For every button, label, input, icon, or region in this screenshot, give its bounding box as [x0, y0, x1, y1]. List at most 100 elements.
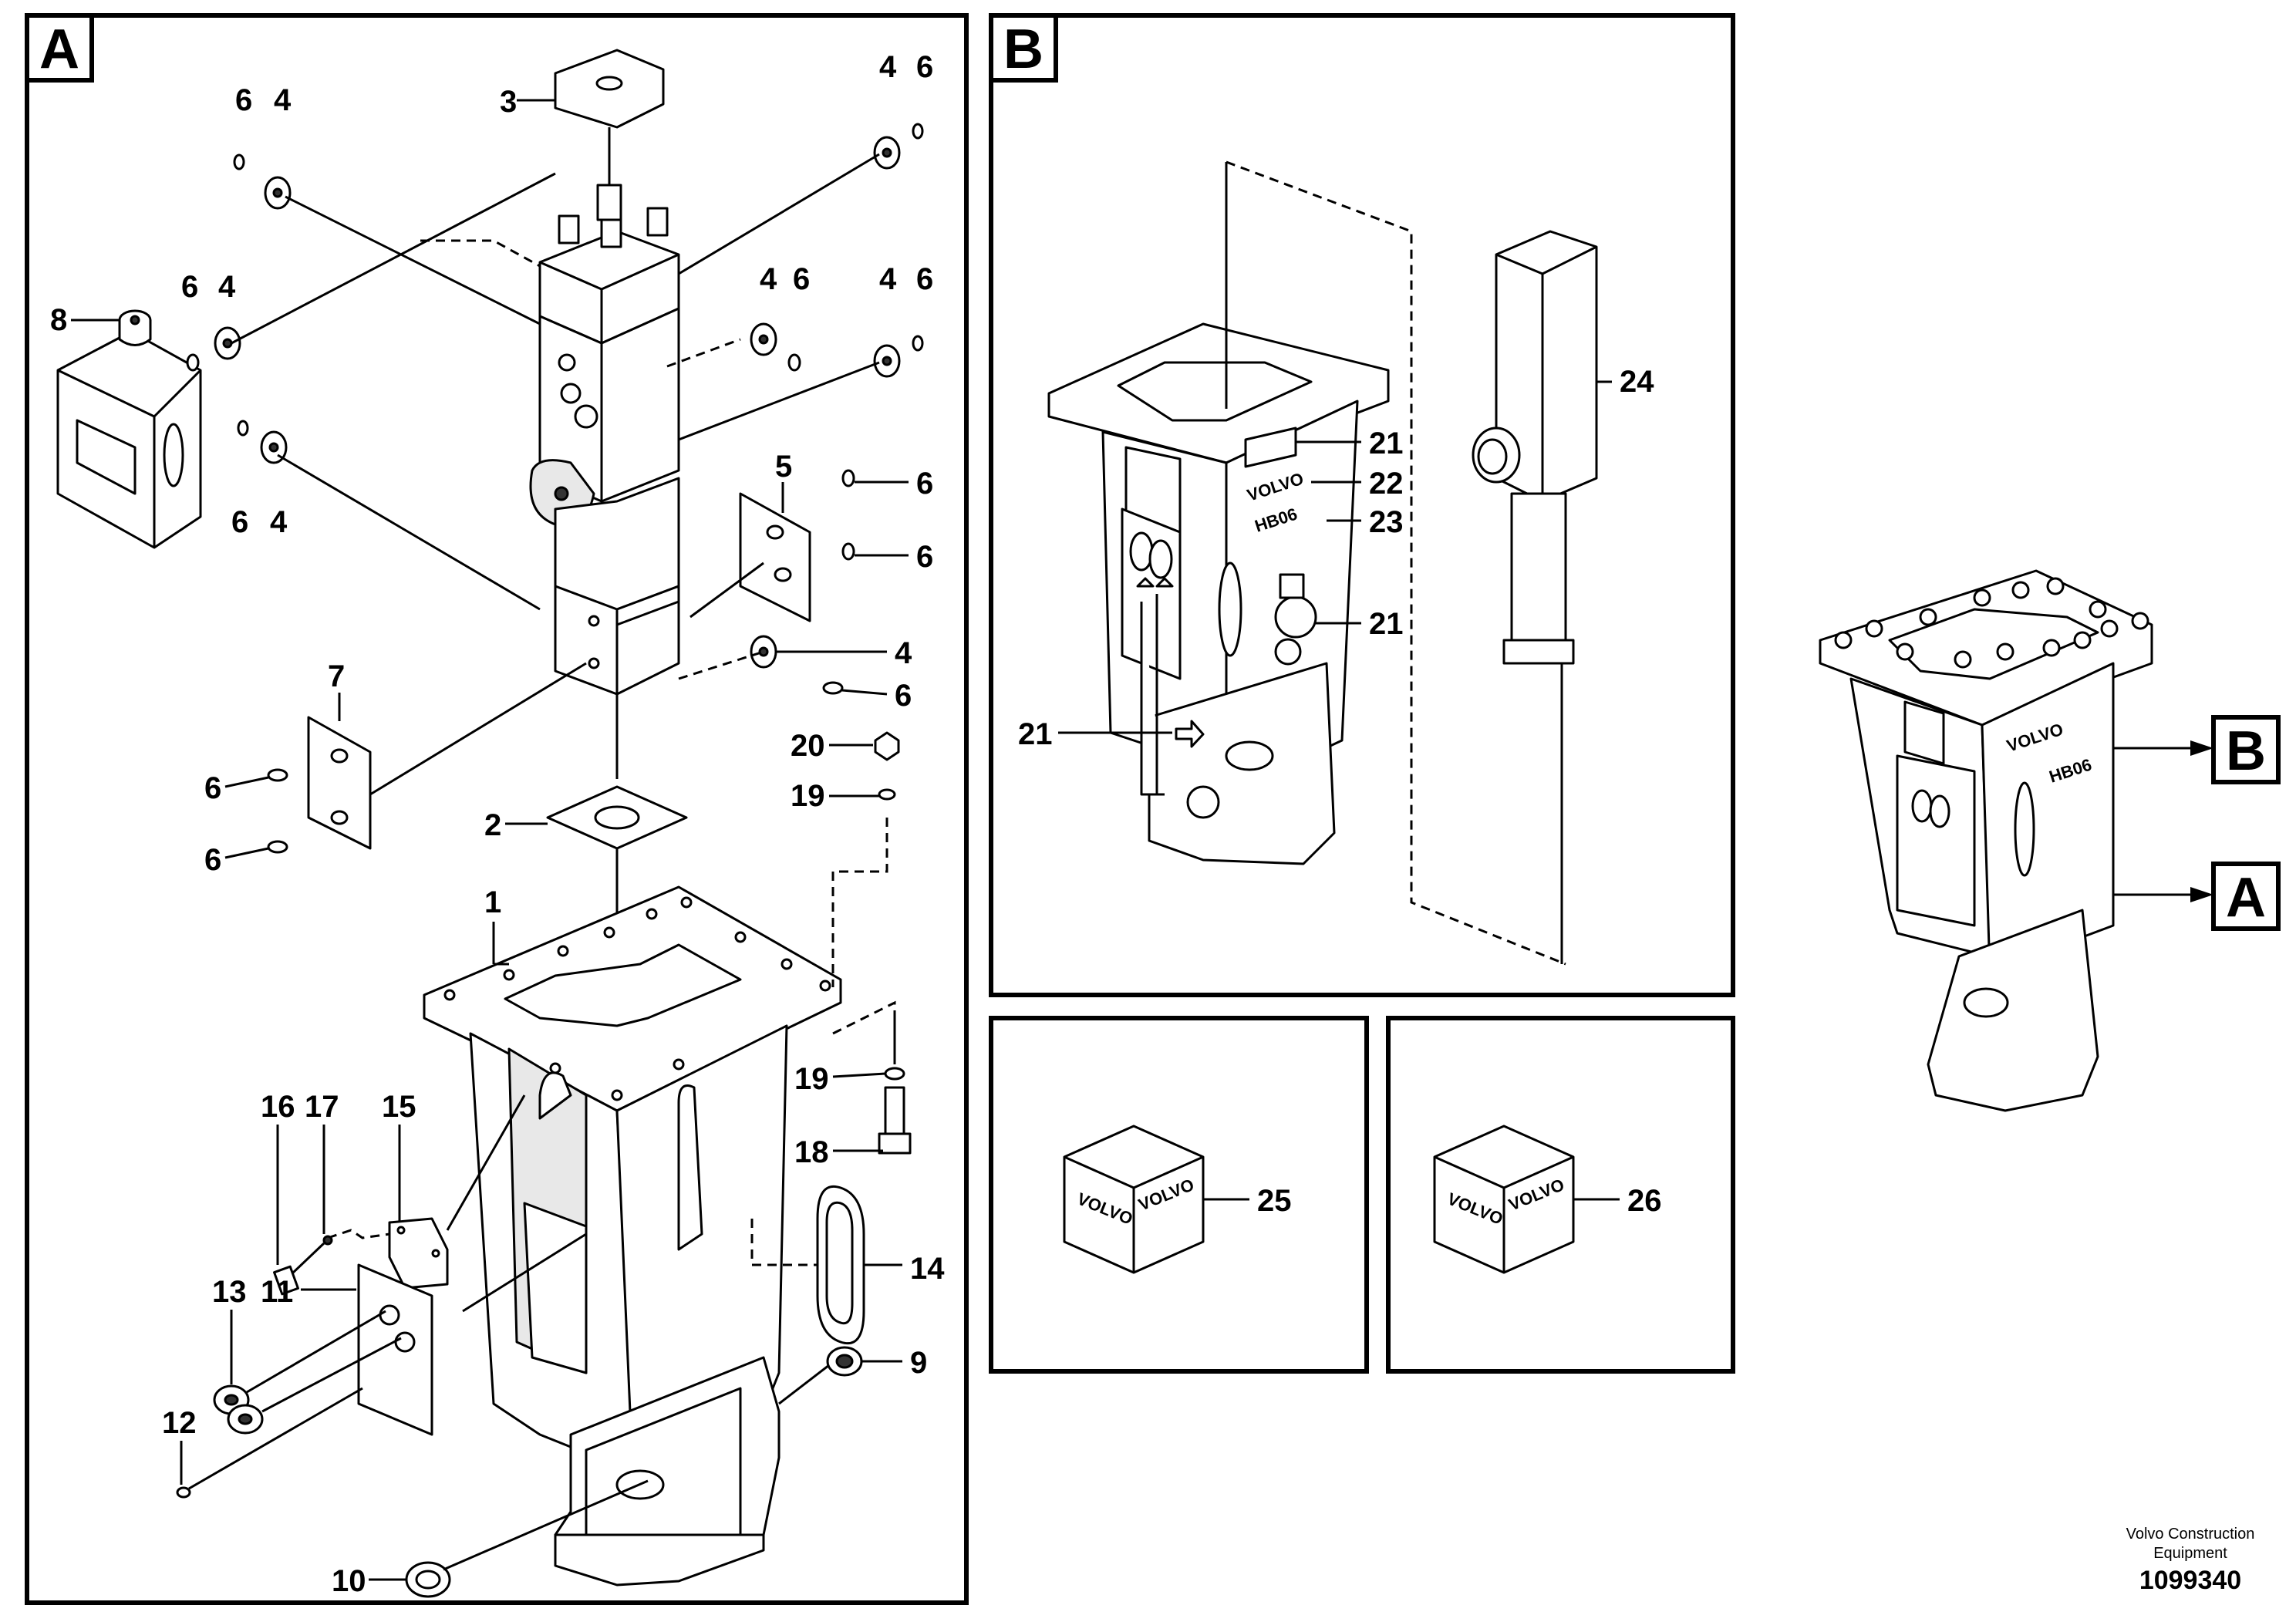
callout-1: 1	[484, 885, 501, 919]
oval-plug-part	[816, 1185, 865, 1344]
rubber-plug-part	[118, 309, 152, 346]
side-bracket	[56, 330, 202, 549]
callout-4: 4	[274, 83, 292, 117]
leader-line	[443, 1479, 649, 1571]
grease-fitting-part	[405, 1561, 451, 1598]
callout-5: 5	[775, 450, 792, 484]
screw-part	[273, 1235, 333, 1296]
callout-6: 6	[204, 771, 221, 805]
housing-decal-view: VOLVO HB06	[1047, 322, 1390, 865]
panel-25-frame	[989, 1016, 1369, 1374]
leader-dash	[327, 1229, 390, 1239]
callout-6: 6	[916, 540, 933, 574]
callout-19: 19	[794, 1062, 829, 1096]
callout-3: 3	[500, 85, 517, 119]
panel-26-frame	[1386, 1016, 1735, 1374]
small-cover-part	[388, 1217, 449, 1290]
callout-6: 6	[895, 679, 912, 713]
callout-6: 6	[916, 262, 933, 296]
spacer-plate-part	[546, 785, 688, 850]
company-name-line2: Equipment	[2153, 1545, 2227, 1562]
company-name-line1: Volvo Construction	[2126, 1526, 2255, 1543]
callout-25: 25	[1257, 1184, 1292, 1218]
callout-6: 6	[231, 505, 248, 539]
callout-16: 16	[261, 1090, 295, 1124]
seal-ring-part	[826, 1346, 863, 1377]
callout-labels: 3 6 4 4 6 8 6 4 4 6 4 6 6 4 5 6 6 4 6 7 …	[50, 50, 1662, 1598]
drawing-number: 1099340	[2139, 1566, 2241, 1595]
callout-6: 6	[204, 843, 221, 877]
callout-26: 26	[1627, 1184, 1662, 1218]
callout-20: 20	[791, 729, 825, 763]
panel-b-tag	[989, 13, 1058, 83]
screw-part	[176, 1486, 191, 1499]
assembly-lines	[231, 153, 896, 1064]
valve-block	[529, 184, 680, 528]
lower-block	[554, 477, 680, 696]
connection-plate-part	[357, 1263, 433, 1436]
connector-part	[213, 1384, 264, 1435]
callout-12: 12	[162, 1406, 197, 1440]
callout-10: 10	[332, 1564, 366, 1598]
callout-9: 9	[910, 1346, 927, 1380]
callout-13: 13	[212, 1275, 247, 1309]
overview-tag-b-label: B	[2226, 720, 2266, 782]
callout-24: 24	[1620, 365, 1654, 399]
callout-23: 23	[1369, 505, 1404, 539]
callout-4: 4	[760, 262, 777, 296]
callout-6: 6	[235, 83, 252, 117]
panel-a-label: A	[39, 19, 79, 80]
callout-4: 4	[879, 262, 897, 296]
callout-6: 6	[181, 270, 198, 304]
housing-body	[423, 885, 842, 1587]
callout-4: 4	[895, 636, 912, 670]
callout-4: 4	[270, 505, 288, 539]
cover-plate-part	[739, 492, 811, 622]
callout-19: 19	[791, 779, 825, 813]
callout-21: 21	[1369, 607, 1404, 641]
overview-tag-a	[2211, 862, 2281, 931]
panel-b-label: B	[1003, 19, 1043, 80]
callout-2: 2	[484, 808, 501, 842]
callout-21: 21	[1018, 717, 1053, 751]
leader-line	[246, 1310, 386, 1394]
cross-cap-part	[554, 49, 665, 129]
leader-dash	[750, 1219, 818, 1266]
breaker-overview-illustration: VOLVO HB06	[1819, 569, 2153, 1112]
overview-tag-b	[2211, 715, 2281, 784]
arrow-icon	[2190, 740, 2213, 756]
callout-11: 11	[261, 1275, 293, 1309]
overview-tag-a-label: A	[2226, 867, 2266, 929]
tool-part	[1472, 230, 1598, 665]
callout-22: 22	[1369, 467, 1404, 501]
callout-8: 8	[50, 303, 67, 337]
callout-17: 17	[305, 1090, 339, 1124]
panel-b-frame	[989, 13, 1735, 997]
callout-6: 6	[916, 467, 933, 501]
arrow-icon	[2190, 887, 2213, 902]
leader-line	[446, 1094, 526, 1231]
leader-line	[261, 1337, 402, 1413]
leader-line	[778, 1364, 830, 1405]
manual-kit-icon: VOLVO VOLVO	[1063, 1125, 1205, 1274]
callout-14: 14	[910, 1252, 945, 1286]
callout-4: 4	[218, 270, 236, 304]
callout-6: 6	[793, 262, 810, 296]
washer-set	[186, 123, 924, 854]
leader-line	[188, 1387, 363, 1490]
callout-4: 4	[879, 50, 897, 84]
guide-dash	[1226, 160, 1566, 966]
bolt-assembly	[874, 731, 912, 1155]
panel-a-tag	[25, 13, 94, 83]
callout-7: 7	[328, 659, 345, 693]
callout-15: 15	[382, 1090, 416, 1124]
cover-plate-part	[307, 716, 372, 850]
title-block: Volvo Construction Equipment 1099340	[2126, 1526, 2255, 1595]
callout-21: 21	[1369, 427, 1404, 460]
leader-line	[462, 1233, 587, 1313]
panel-a-frame	[25, 13, 969, 1605]
manual-kit-icon: VOLVO VOLVO	[1433, 1125, 1575, 1274]
callout-6: 6	[916, 50, 933, 84]
callout-18: 18	[794, 1135, 829, 1169]
